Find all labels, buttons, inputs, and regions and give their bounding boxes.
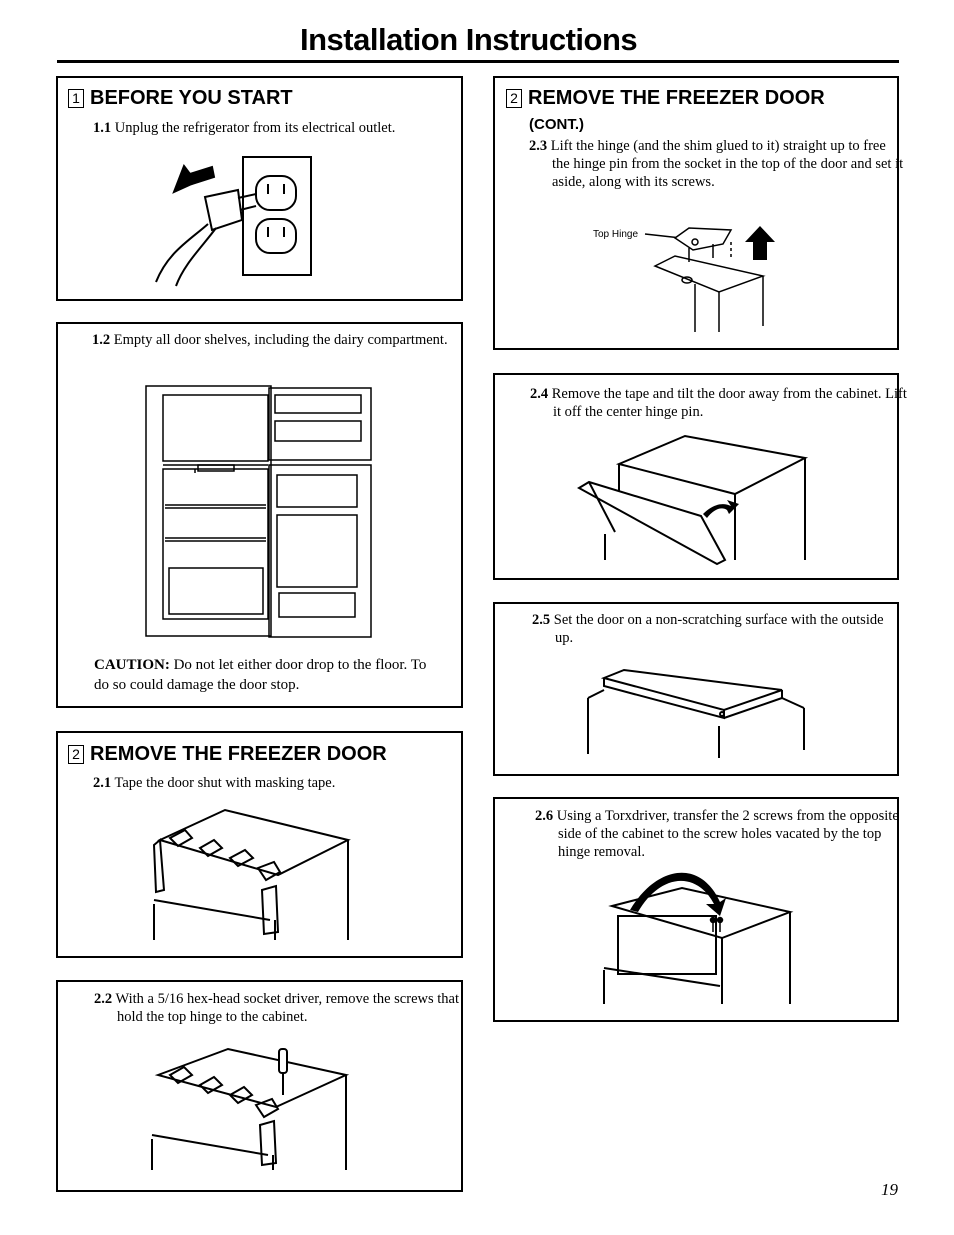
top-hinge-icon <box>645 226 775 338</box>
section-number: 1 <box>68 89 84 108</box>
step-number: 2.2 <box>94 991 113 1007</box>
step-2-2-panel <box>56 980 463 1192</box>
remove-hinge-screws-illustration <box>148 1045 353 1175</box>
power-cord <box>156 224 208 282</box>
step-2-5: 2.5 Set the door on a non-scratching sur… <box>532 611 905 647</box>
continued-label: (CONT.) <box>529 116 584 133</box>
step-2-4-panel <box>493 373 899 580</box>
transfer-screws-illustration <box>600 872 795 1008</box>
screwdriver-icon <box>279 1049 287 1095</box>
caution-text: Do not let either door drop to the floor… <box>94 657 427 693</box>
step-text: Lift the hinge (and the shim glued to it… <box>550 138 904 190</box>
step-number: 2.4 <box>530 386 549 402</box>
curved-arrow-icon <box>703 500 739 518</box>
step-text: Remove the tape and tilt the door away f… <box>551 386 907 420</box>
section-2-cont-heading: 2 REMOVE THE FREEZER DOOR <box>506 87 825 110</box>
section-title: REMOVE THE FREEZER DOOR <box>90 743 387 765</box>
step-2-2: 2.2 With a 5/16 hex-head socket driver, … <box>94 990 482 1026</box>
section-title: BEFORE YOU START <box>90 87 293 109</box>
step-2-3-panel <box>493 76 899 350</box>
section-2-heading: 2 REMOVE THE FREEZER DOOR <box>68 743 387 766</box>
step-number: 2.3 <box>529 138 548 154</box>
step-2-1: 2.1 Tape the door shut with masking tape… <box>93 774 446 792</box>
step-2-3: 2.3 Lift the hinge (and the shim glued t… <box>529 137 907 191</box>
caution-note: CAUTION: Do not let either door drop to … <box>94 655 429 695</box>
wall-outlet-icon <box>243 157 311 275</box>
title-rule <box>57 60 899 63</box>
step-2-6: 2.6 Using a Torxdriver, transfer the 2 s… <box>535 807 903 861</box>
top-hinge-label: Top Hinge <box>593 229 639 240</box>
step-2-4: 2.4 Remove the tape and tilt the door aw… <box>530 385 913 421</box>
section-number: 2 <box>68 745 84 764</box>
step-text: Tape the door shut with masking tape. <box>114 775 336 791</box>
step-text: Empty all door shelves, including the da… <box>113 332 448 348</box>
masking-tape-icon <box>150 800 355 945</box>
step-number: 1.2 <box>92 332 111 348</box>
curved-arrow-icon <box>630 872 726 916</box>
step-2-5-panel <box>493 602 899 776</box>
step-number: 2.5 <box>532 612 551 628</box>
power-plug-icon <box>174 166 256 230</box>
page-title: Installation Instructions <box>300 22 638 57</box>
step-text: Using a Torxdriver, transfer the 2 screw… <box>556 808 899 860</box>
refrigerator-open-icon <box>143 383 375 641</box>
screw-icon <box>711 918 723 933</box>
step-text: With a 5/16 hex-head socket driver, remo… <box>115 991 460 1025</box>
door-on-surface-illustration <box>584 668 809 760</box>
step-text: Unplug the refrigerator from its electri… <box>114 120 396 136</box>
step-number: 1.1 <box>93 120 112 136</box>
page-number: 19 <box>881 1180 898 1199</box>
tilt-door-illustration <box>575 432 810 567</box>
step-2-1-panel <box>56 731 463 958</box>
step-number: 2.1 <box>93 775 112 791</box>
arrow-up-icon <box>745 226 775 260</box>
step-1-1: 1.1 Unplug the refrigerator from its ele… <box>93 119 446 137</box>
section-1-heading: 1 BEFORE YOU START <box>68 87 293 110</box>
section-number: 2 <box>506 89 522 108</box>
unplug-illustration <box>150 152 320 287</box>
step-number: 2.6 <box>535 808 554 824</box>
step-2-6-panel <box>493 797 899 1022</box>
step-text: Set the door on a non-scratching surface… <box>553 612 884 646</box>
step-1-1-panel <box>56 76 463 301</box>
caution-label: CAUTION: <box>94 657 170 673</box>
step-1-2-panel <box>56 322 463 708</box>
step-1-2: 1.2 Empty all door shelves, including th… <box>92 331 455 349</box>
section-title: REMOVE THE FREEZER DOOR <box>528 87 825 109</box>
